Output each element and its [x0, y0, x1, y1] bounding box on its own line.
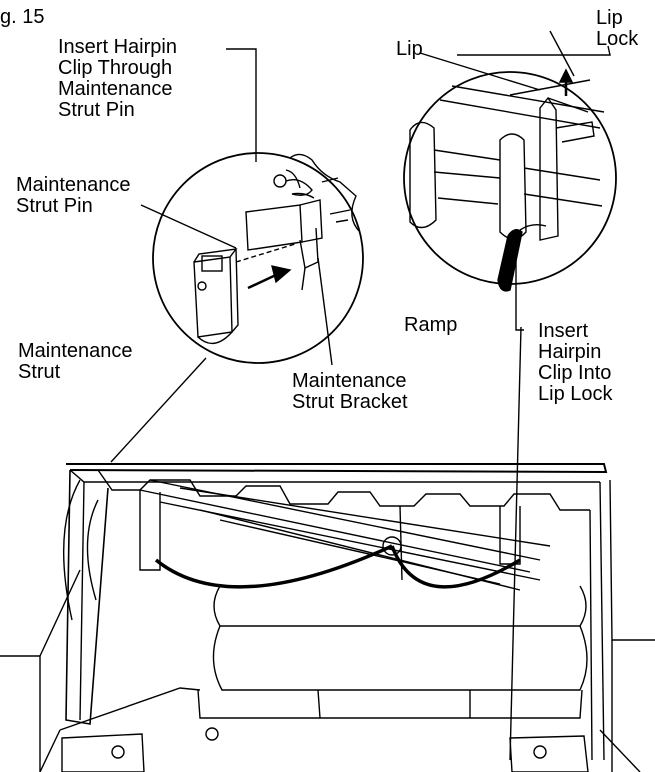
strut-pin-detail-circle — [152, 152, 364, 364]
callout-lip: Lip — [396, 38, 423, 60]
callout-maintenance-strut-pin: Maintenance Strut Pin — [16, 174, 131, 217]
callout-insert-hairpin-through: Insert Hairpin Clip Through Maintenance … — [58, 36, 177, 121]
callout-maintenance-strut-bracket: Maintenance Strut Bracket — [292, 370, 408, 413]
callout-maintenance-strut: Maintenance Strut — [18, 340, 133, 383]
figure-label: g. 15 — [0, 6, 45, 28]
callout-insert-hairpin-into-lip-lock: Insert Hairpin Clip Into Lip Lock — [538, 320, 613, 405]
lip-lock-detail-circle — [403, 68, 617, 292]
callout-lip-lock: Lip Lock — [596, 7, 639, 50]
leader-lines — [110, 30, 611, 761]
callout-ramp: Ramp — [404, 314, 458, 336]
dock-leveler-drawing — [0, 463, 655, 772]
